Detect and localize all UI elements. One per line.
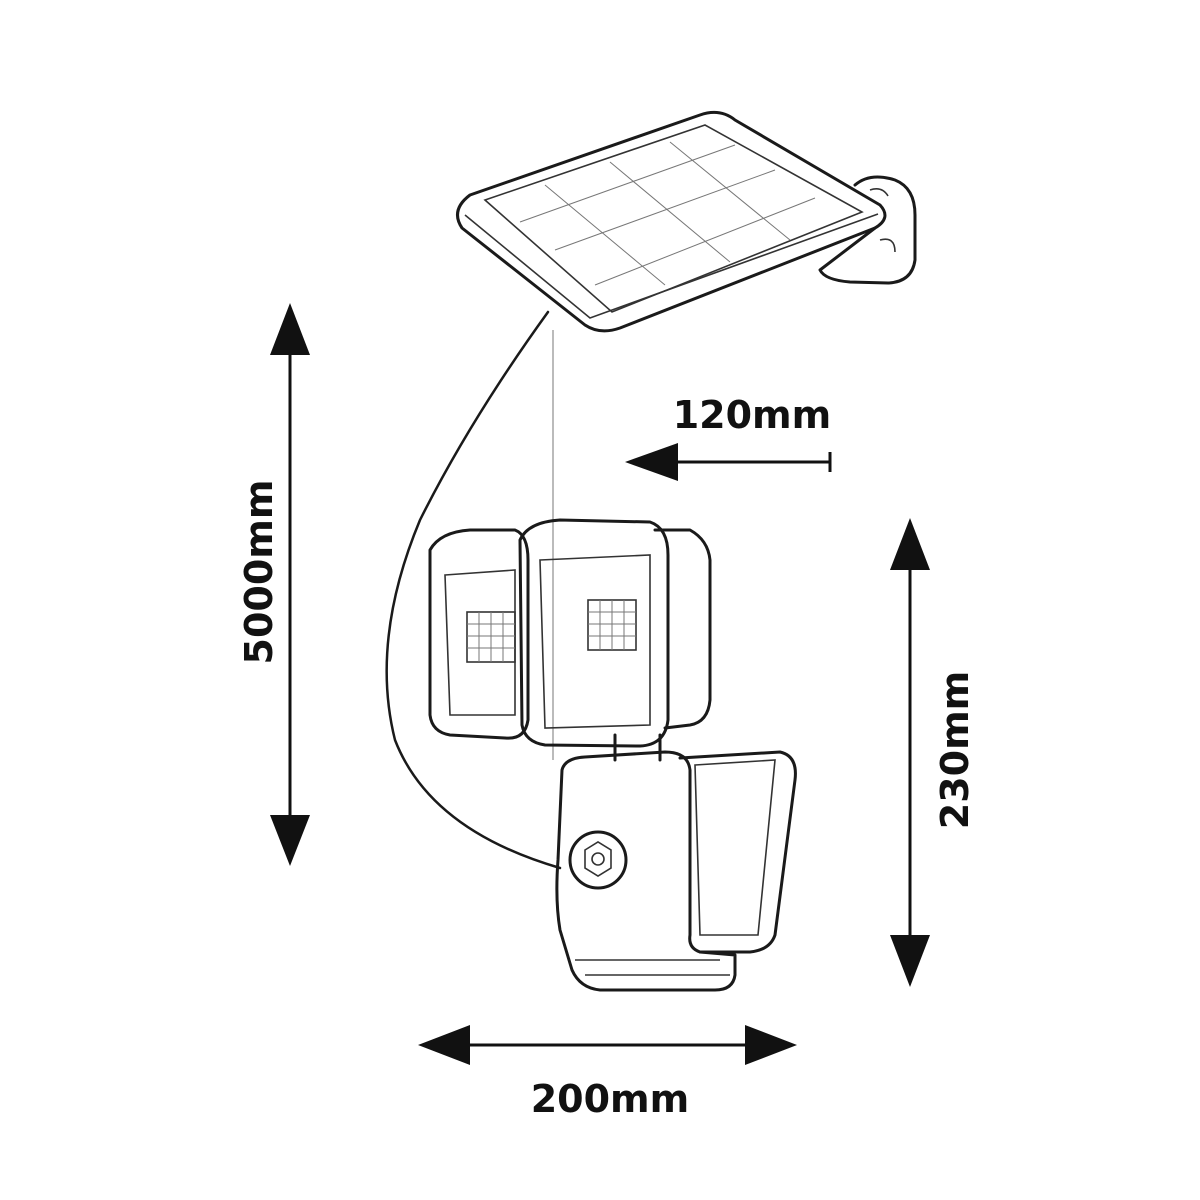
cable-length-label: 5000mm [237, 480, 281, 665]
motion-sensor-icon [568, 830, 628, 890]
depth-label: 120mm [673, 393, 832, 437]
depth-arrow [625, 443, 832, 481]
solar-panel [456, 110, 887, 333]
cable [385, 310, 562, 870]
wall-bracket [818, 175, 917, 285]
width-arrow [418, 1025, 797, 1065]
height-arrow [890, 518, 930, 987]
height-label: 230mm [933, 671, 977, 830]
lamp-heads [428, 518, 712, 762]
width-label: 200mm [531, 1077, 690, 1121]
cable-length-arrow [270, 303, 310, 866]
sensor-body [555, 750, 797, 992]
